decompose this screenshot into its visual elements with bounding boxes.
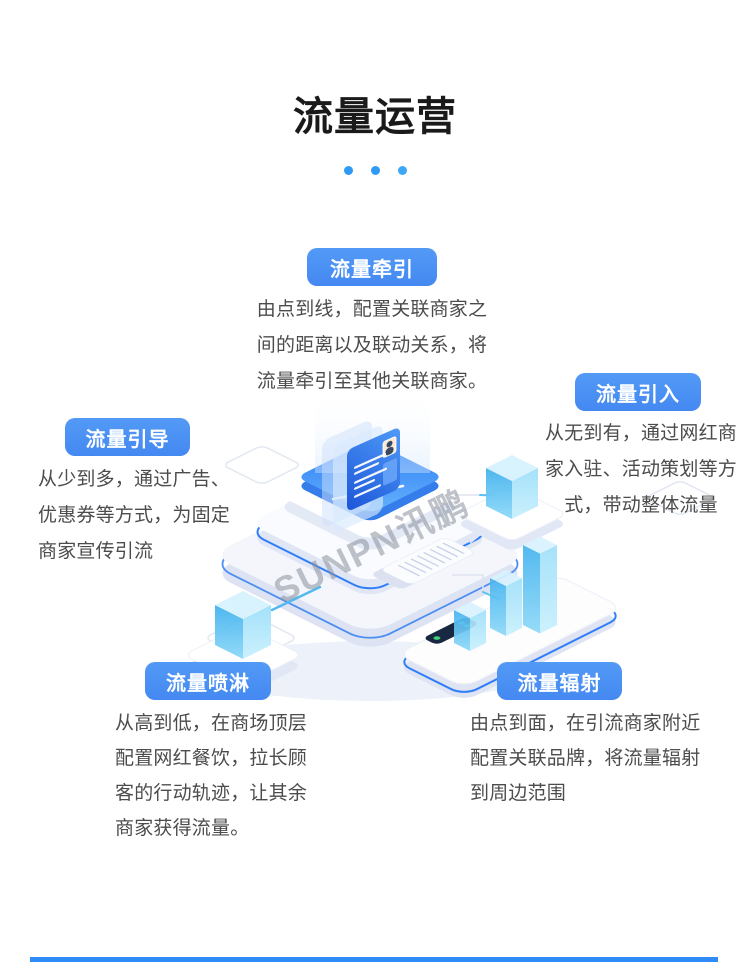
device-platform — [397, 536, 623, 698]
badge-traffic-radiate: 流量辐射 — [497, 662, 622, 700]
desc-traffic-import: 从无到有，通过网红商家入驻、活动策划等方式，带动整体流量 — [544, 423, 737, 516]
bar-cubes — [454, 536, 557, 651]
badge-traffic-traction: 流量牵引 — [307, 248, 437, 286]
badge-traffic-import: 流量引入 — [575, 373, 701, 411]
desc-traffic-traction: 由点到线，配置关联商家之间的距离以及联动关系，将流量牵引至其他关联商家。 — [256, 299, 488, 392]
isometric-illustration: SUNPN讯鹏 — [175, 388, 750, 701]
dot-icon — [343, 166, 353, 175]
page-title: 流量运营 — [293, 95, 457, 139]
desc-traffic-guide: 从少到多，通过广告、优惠券等方式，为固定商家宣传引流 — [38, 469, 231, 562]
dot-icon — [397, 166, 407, 175]
desc-traffic-radiate: 由点到面，在引流商家附近配置关联品牌，将流量辐射到周边范围 — [470, 713, 701, 804]
badge-traffic-guide: 流量引导 — [65, 418, 190, 456]
data-card — [347, 428, 400, 510]
desc-traffic-spray: 从高到低，在商场顶层配置网红餐饮，拉长顾客的行动轨迹，让其余商家获得流量。 — [115, 713, 308, 839]
connector-line — [270, 585, 322, 612]
keyboard-slab — [373, 538, 474, 589]
dot-icon — [370, 166, 380, 175]
bottom-accent-bar — [30, 957, 718, 962]
badge-traffic-spray: 流量喷淋 — [145, 662, 271, 700]
title-decoration-dots — [0, 166, 750, 175]
cube-right — [457, 455, 567, 550]
